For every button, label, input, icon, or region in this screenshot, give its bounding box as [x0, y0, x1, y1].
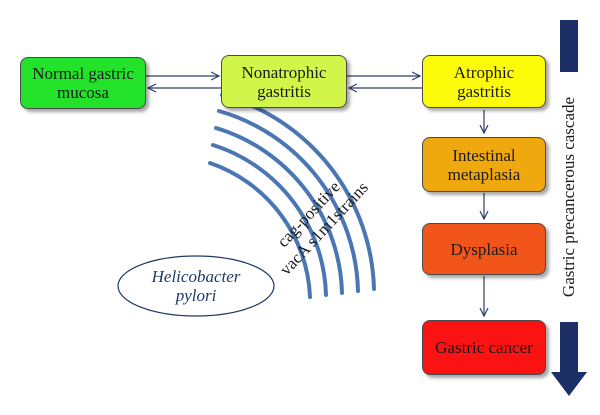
box-intestinal-metaplasia: Intestinal metaplasia	[422, 137, 546, 192]
intestinal-line1: Intestinal	[452, 145, 516, 165]
box-atrophic-gastritis: Atrophic gastritis	[422, 55, 546, 108]
box-gastric-cancer: Gastric cancer	[422, 320, 546, 375]
normal-line1: Normal gastric	[32, 64, 134, 83]
cascade-label: Gastric precancerous cascade	[558, 72, 580, 322]
normal-line2: mucosa	[57, 83, 109, 102]
cancer-label: Gastric cancer	[435, 338, 533, 357]
atrophic-line2: gastritis	[457, 81, 511, 101]
box-nonatrophic-gastritis: Nonatrophic gastritis	[221, 55, 347, 108]
box-dysplasia: Dysplasia	[422, 223, 546, 275]
intestinal-line2: metaplasia	[447, 164, 521, 184]
box-normal-gastric-mucosa: Normal gastric mucosa	[20, 57, 146, 109]
nonatrophic-line2: gastritis	[257, 81, 311, 101]
double-arrow-nonatrophic-atrophic	[347, 76, 422, 88]
bacteria-line2: pylori	[175, 286, 217, 305]
dysplasia-label: Dysplasia	[450, 239, 518, 259]
bacteria-line1: Helicobacter	[151, 267, 241, 286]
double-arrow-normal-nonatrophic	[146, 76, 221, 88]
helicobacter-pylori-label: Helicobacter pylori	[118, 256, 274, 316]
atrophic-line1: Atrophic	[453, 62, 515, 82]
nonatrophic-line1: Nonatrophic	[241, 62, 327, 82]
bacteria-ellipse-outline	[117, 255, 275, 317]
